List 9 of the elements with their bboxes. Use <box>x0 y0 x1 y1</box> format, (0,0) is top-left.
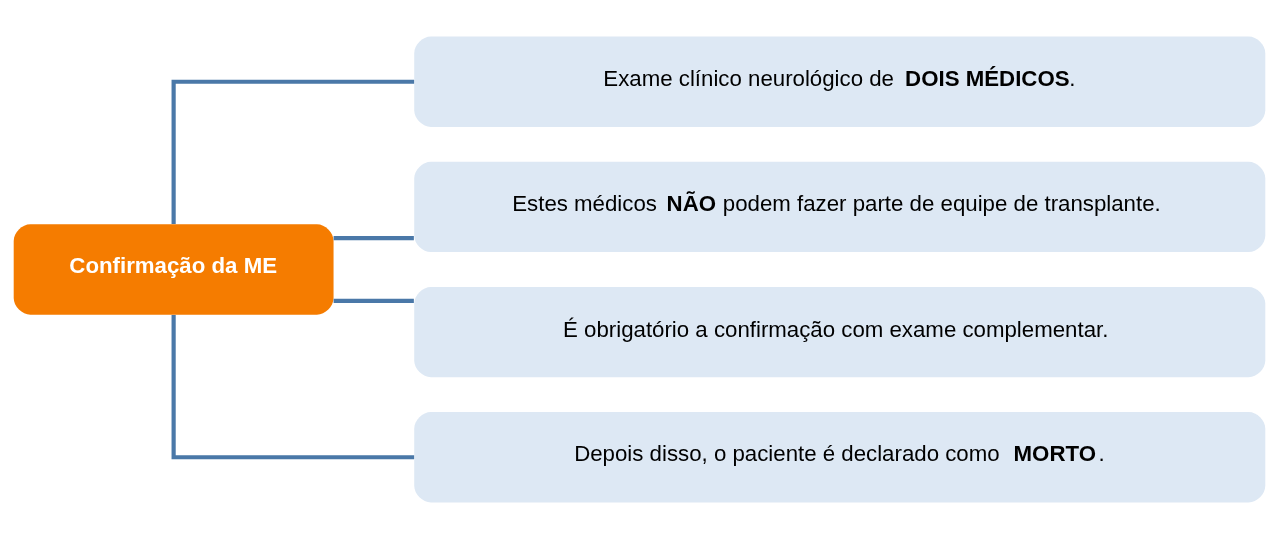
node-box: Estes médicos NÃO podem fazer parte de equipe de transplante. <box>414 161 1266 252</box>
connector <box>171 79 415 224</box>
node-box: É obrigatório a confirmação com exame complementar. <box>414 286 1266 377</box>
node-box: Exame clínico neurológico de DOIS MÉDICOS. <box>414 36 1266 127</box>
connector <box>333 298 414 303</box>
connector <box>333 235 414 240</box>
node-box: Confirmação da ME <box>13 223 334 315</box>
connector <box>171 314 415 459</box>
node-box: Depois disso, o paciente é declarado como MORTO. <box>414 411 1266 502</box>
